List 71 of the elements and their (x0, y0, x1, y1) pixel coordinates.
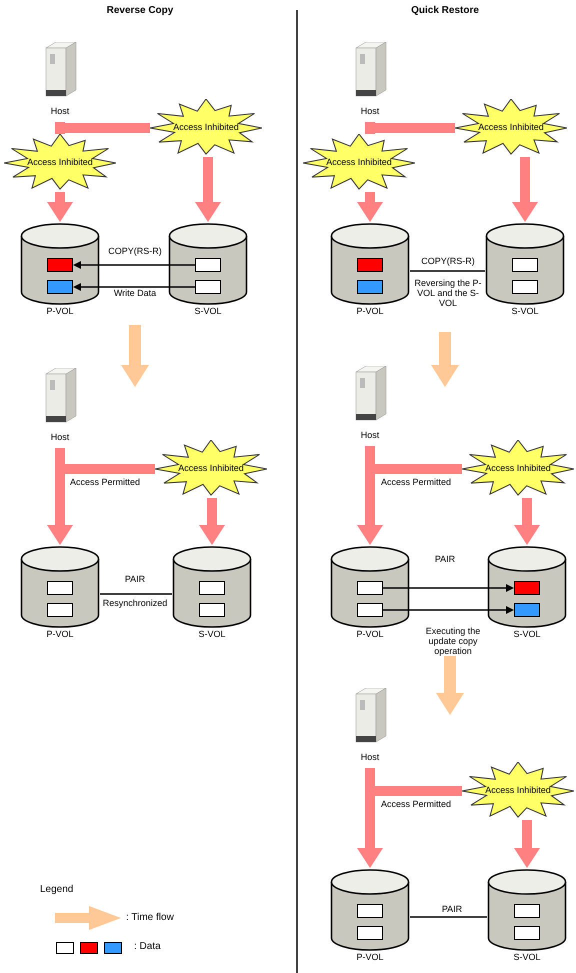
data-block (357, 280, 383, 294)
data-block (47, 581, 73, 595)
data-block (512, 258, 538, 272)
volume-label: S-VOL (510, 306, 540, 316)
edge-label: Resynchronized (102, 598, 168, 608)
legend-text: : Data (134, 941, 161, 952)
host-label: Host (360, 752, 380, 762)
copy-arrow (383, 584, 514, 592)
copy-arrow (73, 283, 195, 291)
data-block (514, 904, 540, 918)
data-block (47, 280, 73, 294)
volume-label: P-VOL (45, 629, 74, 639)
edge-label: COPY(RS-R) (107, 246, 163, 256)
data-block (512, 280, 538, 294)
caption-text: PAIR (440, 904, 464, 914)
starburst-label: Access Inhibited (484, 785, 552, 795)
access-arrow (514, 498, 540, 545)
data-block (47, 603, 73, 617)
data-block (514, 581, 540, 595)
volume-label: P-VOL (45, 306, 74, 316)
connector-line (410, 916, 487, 918)
volume-label: S-VOL (193, 306, 222, 316)
volume-label: P-VOL (355, 629, 384, 639)
data-block (195, 258, 221, 272)
data-block (357, 581, 383, 595)
legend-title: Legend (40, 884, 74, 895)
connector-line (100, 593, 172, 595)
access-arrow (195, 157, 221, 222)
starburst-label: Access Inhibited (172, 122, 240, 132)
volume-label: P-VOL (355, 952, 384, 962)
volume-label: S-VOL (512, 952, 542, 962)
data-block (514, 603, 540, 617)
volume-label: S-VOL (512, 629, 542, 639)
edge-label: Access Permitted (380, 477, 452, 487)
starburst-label: Access Inhibited (477, 122, 545, 132)
access-arrow (199, 498, 225, 545)
caption-text: PAIR (434, 554, 456, 564)
data-block (199, 581, 225, 595)
data-block (47, 258, 73, 272)
host-label: Host (360, 430, 380, 440)
edge-label: Access Permitted (380, 799, 452, 809)
volume-label: P-VOL (355, 306, 384, 316)
host-label: Host (50, 432, 70, 442)
starburst-label: Access Inhibited (484, 463, 552, 473)
data-block (357, 258, 383, 272)
copy-arrow (73, 261, 195, 269)
access-arrow (47, 192, 73, 222)
panel-title: Quick Restore (410, 5, 480, 16)
copy-arrow (383, 606, 514, 614)
data-block (357, 904, 383, 918)
data-block (514, 926, 540, 940)
connector-line (410, 270, 485, 272)
edge-label: Access Permitted (68, 477, 142, 487)
edge-label: COPY(RS-R) (420, 256, 476, 266)
volume-label: S-VOL (197, 629, 226, 639)
access-arrow (357, 192, 383, 222)
data-block (195, 280, 221, 294)
starburst-label: Access Inhibited (325, 157, 393, 167)
starburst-label: Access Inhibited (26, 157, 94, 167)
host-label: Host (50, 106, 70, 116)
access-arrow (514, 820, 540, 868)
starburst-label: Access Inhibited (177, 463, 245, 473)
data-block (199, 603, 225, 617)
caption-text: PAIR (124, 574, 146, 584)
host-label: Host (360, 106, 380, 116)
edge-label: Write Data (112, 288, 158, 298)
panel-title: Reverse Copy (106, 5, 174, 16)
caption-text: Reversing the P-VOL and the S-VOL (413, 278, 483, 308)
data-block (357, 603, 383, 617)
legend-text: : Time flow (126, 912, 174, 923)
data-block (357, 926, 383, 940)
